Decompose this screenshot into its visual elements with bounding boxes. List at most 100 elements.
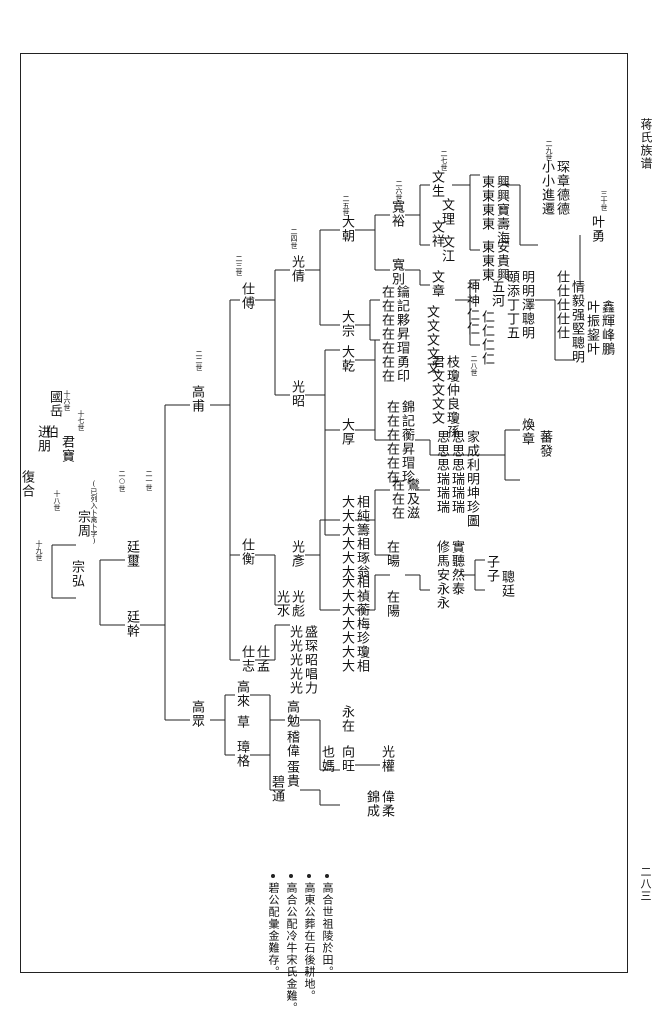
name-jin-cheng: 錦成	[364, 790, 379, 818]
name-gao-fu: 高甫	[189, 385, 204, 413]
name-xiao-row: 琛章德德	[554, 160, 569, 216]
name-si-row: 家成利明坤珍圖	[464, 430, 479, 528]
gen-label-g20: 二○世	[118, 470, 126, 492]
name-shi-group: 仕仕仕仕仕	[554, 270, 569, 340]
name-zhu-cao: 草	[234, 715, 249, 729]
name-da-row-2b: 相禎蘅梅珍瓊相	[354, 575, 369, 673]
name-wen-li: 文理	[439, 198, 454, 226]
note-2: 高合公配冷牛宋氏金難。	[285, 882, 298, 1014]
gen-label-g17: 十七世	[77, 410, 85, 431]
name-zhi-group: 仁仁仁仁	[479, 310, 494, 366]
gen-label-g18: 十八世	[53, 490, 61, 511]
name-fan-fa: 蕃發	[537, 430, 552, 458]
name-zai-group: 在在在在在在在	[379, 285, 394, 383]
name-zai-group-2: 鑰記夥昇瑁勇印	[394, 285, 409, 383]
name-ye-yong: 叶勇	[589, 215, 604, 243]
name-zai-yang: 在暘	[384, 540, 399, 568]
gen-label-g26: 二六世	[395, 180, 403, 201]
gen-label-g23: 二三世	[235, 255, 243, 276]
name-guang-shui: 光水	[274, 590, 289, 618]
name-wen-row: 枝瓊仲良瓊孫	[444, 355, 459, 439]
note-bullet	[289, 874, 293, 878]
name-xiao-group: 小小進遷	[539, 160, 554, 216]
name-zong-hong: 宗弘	[69, 560, 84, 588]
name-guang-group: 光光光光光	[287, 625, 302, 695]
name-zai-row-4: 鸞及滋	[404, 478, 419, 520]
note-3: 高東公葬在石後耕地。	[303, 882, 316, 1002]
name-wen-xiang: 文祥	[429, 220, 444, 248]
name-guo-yue: 國岳	[47, 390, 62, 418]
name-ye-ma: 也媽	[319, 745, 334, 773]
name-bo: 伯	[43, 425, 58, 439]
name-ting-gan: 廷幹	[124, 610, 139, 638]
note-bullet	[271, 874, 275, 878]
gen-label-g24: 二四世	[290, 228, 298, 249]
name-shen-row: 頤添丁丁五	[504, 270, 519, 340]
name-shi-meng: 仕孟	[254, 645, 269, 673]
name-ren-row: 明明澤聰明	[519, 270, 534, 340]
name-zhang-ge: 璋格	[234, 740, 249, 768]
gen-label-g25: 二五世	[342, 195, 350, 216]
name-guang-qian: 光倩	[289, 255, 304, 283]
name-ting-xi: 廷璽	[124, 540, 139, 568]
name-jin-cheng-2: 偉柔	[379, 790, 394, 818]
name-xu-kuan: 寬裕	[389, 200, 404, 228]
name-da-hou: 大厚	[339, 418, 354, 446]
name-ye-zhen: 叶振鋆叶	[584, 300, 599, 356]
name-gao-lai: 高來	[234, 680, 249, 708]
name-wen-zhang: 文章	[429, 270, 444, 298]
name-da-qian: 大乾	[339, 345, 354, 373]
name-ji-wei: 稽偉	[284, 730, 299, 758]
name-zi-row: 聰廷	[499, 570, 514, 598]
gen-label-g30: 三十世	[600, 190, 608, 211]
name-ye-row: 鑫輝峰鵬	[599, 300, 614, 356]
name-dong-row-3: 安貴興	[494, 240, 509, 282]
name-fu-he: 復合	[19, 470, 34, 498]
name-wen-sheng: 文生	[429, 170, 444, 198]
name-guang-group-2: 盛琛昭唱力	[302, 625, 317, 695]
name-da-chao: 大朝	[339, 215, 354, 243]
name-bi-tong: 碧通	[269, 775, 284, 803]
name-zong-zhou: 宗周	[75, 510, 90, 538]
gen-label-g19: 十九世	[35, 540, 43, 561]
gen-label-g21: 二一世	[145, 470, 153, 491]
page-frame	[20, 53, 628, 973]
name-shi-zhi: 仕志	[239, 645, 254, 673]
name-dong-row-4: 五河	[489, 280, 504, 308]
note-yi-lie-ru: (已列入卜禽卜字)	[90, 480, 98, 545]
name-zai-yang-2: 在陽	[384, 590, 399, 618]
name-wen-jiang: 文江	[439, 235, 454, 263]
name-jiao-ming: 进朋	[35, 425, 50, 453]
name-dong-row: 興興寶壽海	[494, 175, 509, 245]
gen-label-g16: 十六世	[63, 390, 71, 411]
name-guang-shao: 光昭	[289, 380, 304, 408]
name-huan-zhang: 煥章	[519, 418, 534, 446]
name-si-group: 思思思瑞瑞瑞	[434, 430, 449, 514]
name-dan-gui: 蛋貴	[284, 760, 299, 788]
book-title: 蒋氏族谱	[639, 118, 653, 170]
page-number: 二八三	[639, 866, 652, 902]
name-guang-miao: 光彪	[289, 590, 304, 618]
gen-label-g28: 二八世	[470, 355, 478, 376]
name-jun-bao: 君寶	[59, 435, 74, 463]
name-shi-fu: 仕傅	[239, 282, 254, 310]
name-dong-group: 東東東東	[479, 175, 494, 231]
name-guang-cai: 光權	[379, 745, 394, 773]
name-da-zong: 大宗	[339, 310, 354, 338]
note-1: 碧公配彙金難存。	[267, 882, 280, 978]
gen-label-g22: 二二世	[195, 350, 203, 371]
name-shi-heng: 仕衡	[239, 538, 254, 566]
note-4: 高合世祖陵於田。	[321, 882, 334, 978]
name-da-group: 大大大大大大	[339, 495, 354, 579]
name-xiu-ma: 修馬安永永	[434, 540, 449, 610]
name-da-group-2: 相純籌相琢翁	[354, 495, 369, 579]
gen-label-g29: 二九世	[545, 140, 553, 161]
note-bullet	[325, 874, 329, 878]
name-guang-yan: 光彥	[289, 540, 304, 568]
name-wen-group-2: 君文文文文	[429, 355, 444, 425]
name-da-row-2: 大大大大大大大	[339, 575, 354, 673]
name-dong-row-2: 東東東	[479, 240, 494, 282]
name-wen-group: 文文文文文	[424, 305, 439, 375]
name-gao-mian: 高勉	[284, 700, 299, 728]
gen-label-g27: 二七世	[440, 150, 448, 171]
